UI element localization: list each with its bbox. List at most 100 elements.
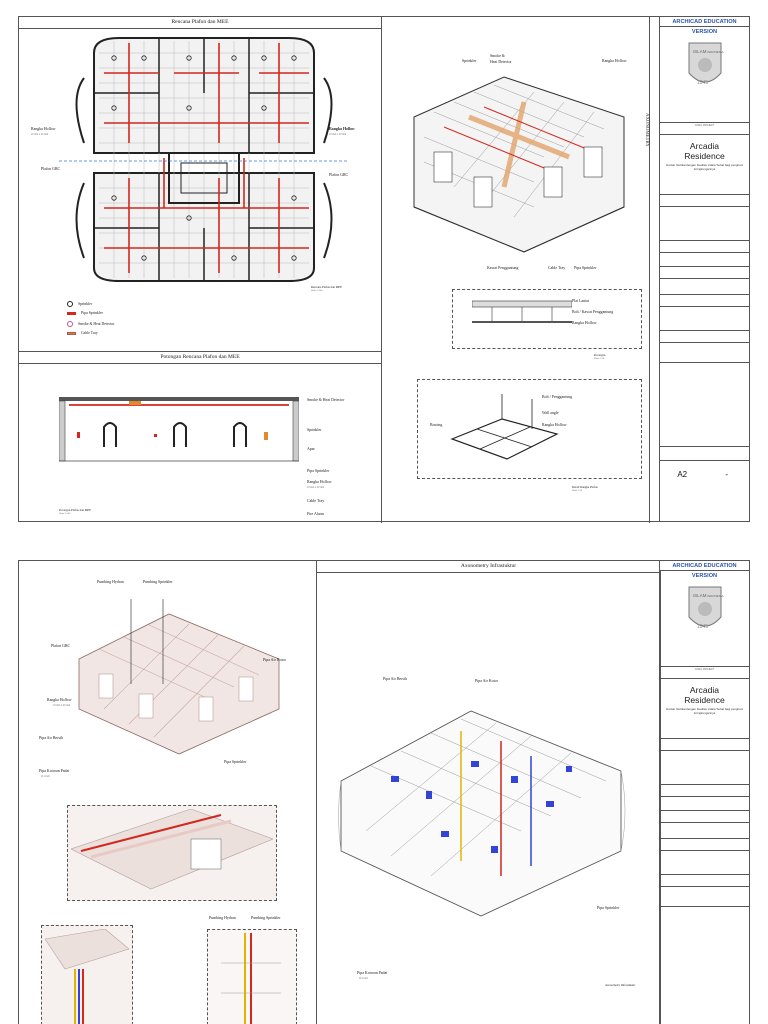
infra-label-rangka: Rangka Hollow xyxy=(47,698,72,702)
legend-sprinkler: Sprinkler xyxy=(67,301,92,307)
infra-label-plafon-grc: Plafon GRC xyxy=(51,644,71,648)
project-label: JUDUL PROJECT xyxy=(694,124,715,127)
plan-sublabel-rangka-right: 20 mm x 40 mm xyxy=(329,133,347,136)
axo-label-smoke: Smoke & xyxy=(490,54,505,58)
detail1-bolt: Bolt / Kawat Penggantung xyxy=(572,310,614,314)
education-header-2: ARCHICAD EDUCATION VERSION xyxy=(660,561,749,579)
tb-row-blank-11 xyxy=(660,363,749,447)
main-label-pipa-air-kotor: Pipa Air Kotor xyxy=(475,679,498,683)
infra-label-pipa-kotoran: Pipa Kotoran Padat xyxy=(39,769,70,773)
axo-label-smoke-2: Heat Detector xyxy=(490,60,512,64)
tb-row-blank-6 xyxy=(660,279,749,295)
infra-detail-drawing-3 xyxy=(221,933,281,1024)
tb-row-blank-12 xyxy=(660,447,749,461)
sheet-number: A2 xyxy=(677,469,688,479)
section-caption-text: Potongan Plafon dan MEE xyxy=(59,508,92,512)
project-subtitle: Hunian Vertikal dengan Kualitas Udara Se… xyxy=(666,163,743,171)
infra-label-pipa-air-bersih: Pipa Air Bersih xyxy=(39,736,63,740)
detail2-caption-scale: Skala 1:20 xyxy=(572,489,583,492)
section-label-apar: Apar xyxy=(307,447,315,451)
infra-label-pumbing-hydran-small: Pumbing Hydran xyxy=(209,916,236,920)
logo-year: 1945 xyxy=(697,80,708,86)
tb2-row-blank-10 xyxy=(660,887,749,907)
ceiling-section-detail xyxy=(472,300,572,323)
plan-label-rangka-right: Rangka Hollow xyxy=(329,127,355,131)
title-block: ARCHICAD EDUCATION VERSION ISLAM INDONES… xyxy=(659,17,749,521)
section-label-pipa-sprinkler: Pipa Sprinkler xyxy=(307,469,330,473)
infra-left-panel: Pumbing Hydran Pumbing Sprinkler Plafon … xyxy=(19,561,317,1024)
detail1-caption-scale: Skala 1:20 xyxy=(594,357,605,360)
legend-label: Cable Tray xyxy=(81,331,98,335)
plan-caption: Rencana Plafon dan MEE Skala 1:300 xyxy=(311,285,342,292)
tb2-row-blank-9 xyxy=(660,875,749,887)
ceiling-axonometry-drawing xyxy=(413,76,625,253)
detail2-caption-text: Detail Rangka Plafon xyxy=(572,485,598,489)
project-label-row: JUDUL PROJECT xyxy=(660,123,749,135)
plan-label-rangka-left: Rangka Hollow xyxy=(31,127,56,131)
title-block-2: ARCHICAD EDUCATION VERSION ISLAM INDONES… xyxy=(659,561,749,1024)
sheet-2: Pumbing Hydran Pumbing Sprinkler Plafon … xyxy=(18,560,750,1024)
ceiling-frame-detail xyxy=(450,394,559,460)
main-label-pipa-sprinkler: Pipa Sprinkler xyxy=(597,906,620,910)
legend-label: Smoke & Heat Detector xyxy=(78,322,115,326)
logo-text-left-2: ISLAM xyxy=(693,593,707,598)
main-label-pipa-kotoran: Pipa Kotoran Padat xyxy=(357,971,388,975)
legend-label: Sprinkler xyxy=(78,302,93,306)
project-name-row-2: Arcadia Residence Hunian Vertikal dengan… xyxy=(660,679,749,739)
red-pipe-icon xyxy=(67,311,76,315)
project-subtitle-2: Hunian Vertikal dengan Kualitas Udara Se… xyxy=(666,707,743,715)
legend-label: Pipa Sprinkler xyxy=(81,311,103,315)
infra-label-pipa-air-kotor: Pipa Air Kotor xyxy=(263,658,286,662)
tb-row-blank-10 xyxy=(660,343,749,363)
detail-section-frame xyxy=(452,289,642,349)
cable-tray-icon xyxy=(67,331,76,335)
sheet-number-row: A2 - xyxy=(660,461,749,487)
legend-smoke-detector: Smoke & Heat Detector xyxy=(67,321,115,327)
tb-row-blank-5 xyxy=(660,267,749,279)
section-label-rangka: Rangka Hollow xyxy=(307,480,332,484)
infra-main-panel: Axonometry Infrastuktur Pipa xyxy=(317,561,661,1024)
tb-row-blank-7 xyxy=(660,295,749,307)
main-sublabel-pipa-kotoran: Ø 4 inch xyxy=(359,977,368,980)
plan-panel: Rencana Plafon dan MEE xyxy=(19,17,382,351)
section-drawing xyxy=(59,397,299,462)
project-name-2: Residence xyxy=(684,151,725,161)
project-name-2-2: Residence xyxy=(684,695,725,705)
tb2-row-blank-7 xyxy=(660,839,749,851)
infra-label-pumbing-hydran: Pumbing Hydran xyxy=(97,580,124,584)
logo-text-right-2: INDONESIA xyxy=(707,594,724,598)
university-logo-2: ISLAM INDONESIA 1945 xyxy=(660,571,749,667)
logo-text-left: ISLAM xyxy=(693,49,707,54)
project-label-row-2: JUDUL PROJECT xyxy=(660,667,749,679)
tb2-row-blank-3 xyxy=(660,785,749,797)
detail2-bracing: Bracing xyxy=(430,423,443,427)
university-emblem-icon: ISLAM INDONESIA 1945 xyxy=(688,42,724,86)
section-caption: Potongan Plafon dan MEE Skala 1:300 xyxy=(59,508,91,515)
tb-row-blank-9 xyxy=(660,331,749,343)
project-name-1: Arcadia xyxy=(689,141,720,151)
tb-row-blank-4 xyxy=(660,253,749,267)
detail1-caption-text: Potongan xyxy=(594,353,606,357)
university-logo: ISLAM INDONESIA 1945 xyxy=(660,27,749,123)
infra-detail-drawing-1 xyxy=(71,809,273,890)
main-caption: Axonometry Infrastuktur xyxy=(605,983,636,987)
detail2-rangka: Rangka Hollow xyxy=(542,423,567,427)
plan-caption-text: Rencana Plafon dan MEE xyxy=(311,285,343,289)
tb2-row-blank-5 xyxy=(660,811,749,823)
plan-caption-scale: Skala 1:300 xyxy=(311,289,323,292)
section-label-cable-tray: Cable Tray xyxy=(307,499,325,503)
tb2-row-blank-4 xyxy=(660,797,749,811)
legend-cable-tray: Cable Tray xyxy=(67,331,98,335)
axo-label-cable-tray: Cable Tray xyxy=(548,266,566,270)
sheet-1: Rencana Plafon dan MEE xyxy=(18,16,750,523)
pink-infrastructure-axonometry xyxy=(78,599,280,755)
detail2-bolt: Bolt / Penggantung xyxy=(542,395,573,399)
detector-symbol-icon xyxy=(67,321,73,327)
section-label-fire-alarm: Fire Alarm xyxy=(307,512,324,516)
tb-row-blank-3 xyxy=(660,241,749,253)
plan-sublabel-rangka-left: 20 mm x 40 mm xyxy=(31,133,49,136)
ceiling-plan-drawing xyxy=(59,37,349,282)
tb2-row-blank-8 xyxy=(660,851,749,875)
section-label-smoke: Smoke & Heat Detector xyxy=(307,398,345,402)
axonometry-side-label: AXONOMETRY xyxy=(644,113,649,147)
